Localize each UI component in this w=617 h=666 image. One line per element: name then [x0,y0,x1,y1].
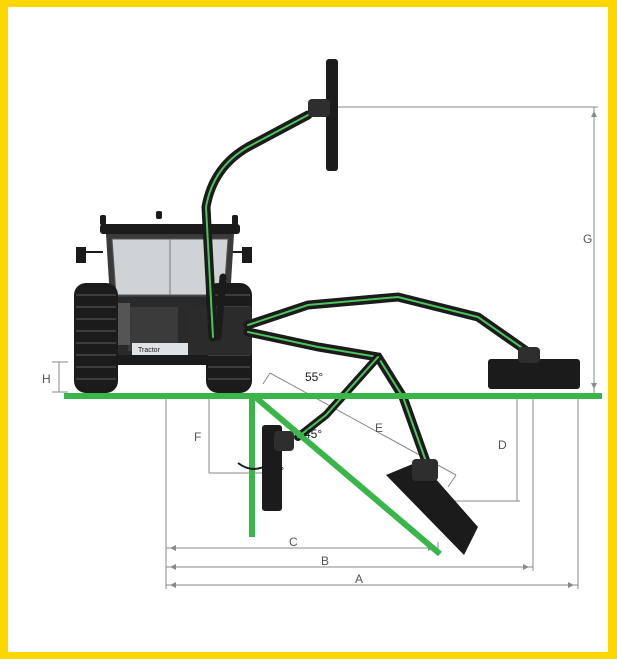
arm-vertical-position [201,59,338,342]
dimension-label-f: F [194,430,201,444]
mower-head-slope [386,461,478,555]
dimension-label-g: G [583,232,592,246]
arm-horizontal-position [243,292,580,389]
tractor-brand-text: Tractor [138,347,161,354]
mower-head-vertical [326,59,338,171]
angle-label-top: 55° [305,370,323,384]
angle-label-bottom: 55° [266,464,284,478]
left-mirror [76,247,86,263]
dimension-label-c: C [289,535,298,549]
dimension-lines [52,106,598,589]
flail-mower-diagram: G H F E D C B A Tractor [42,59,602,589]
right-mirror [242,247,252,263]
angle-label-middle: 45° [304,427,322,441]
dimension-label-d: D [498,438,507,452]
ground-profile [64,393,602,557]
ground-line [64,393,602,399]
dimension-label-e: E [375,421,383,435]
dimension-label-h: H [42,372,51,386]
tractor: Tractor [74,211,252,393]
angle-arc [237,462,271,470]
dimension-label-b: B [321,554,329,568]
left-rear-wheel [74,283,118,393]
dimension-label-a: A [355,572,363,586]
mower-head-horizontal [488,359,580,389]
dimension-arrowheads [170,111,597,588]
cab-roof [100,224,240,234]
slope-line [252,393,442,557]
arm-slope-position [243,327,478,555]
